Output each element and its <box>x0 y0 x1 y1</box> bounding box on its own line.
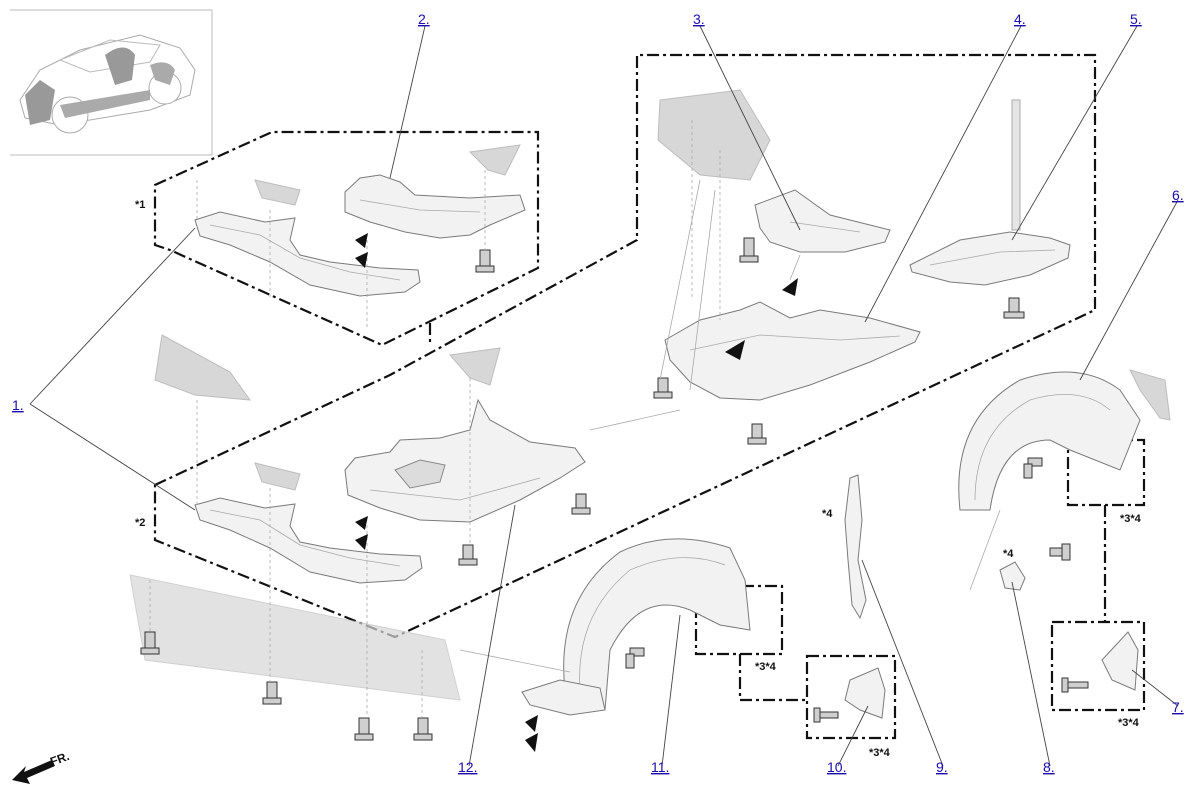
detail-box-11 <box>694 584 784 656</box>
note-star34-mid-lower: *3*4 <box>869 747 891 759</box>
context-parts <box>129 89 1171 701</box>
callout-8[interactable]: 8. <box>1043 759 1055 775</box>
assembly-lines <box>149 120 801 718</box>
callout-9[interactable]: 9. <box>936 759 948 775</box>
part-6 <box>958 371 1141 511</box>
callout-7[interactable]: 7. <box>1172 699 1184 715</box>
part-7 <box>1101 631 1139 691</box>
callout-3[interactable]: 3. <box>693 11 705 27</box>
part-9 <box>844 474 867 620</box>
note-star1: *1 <box>135 199 145 211</box>
part-1-upper <box>194 211 421 297</box>
note-star4-bracket: *4 <box>822 508 833 520</box>
callout-labels: 1. 2. 3. 4. 5. 6. 7. 8. 9. 10. 11. 12. <box>12 11 1184 775</box>
callout-12[interactable]: 12. <box>458 759 477 775</box>
detail-box-1 <box>153 130 540 347</box>
detail-box-10 <box>805 654 897 740</box>
part-2 <box>344 174 526 239</box>
callout-11[interactable]: 11. <box>651 759 669 775</box>
front-arrow-icon <box>12 760 55 784</box>
note-star4-clip: *4 <box>1003 548 1014 560</box>
note-star34-right-upper: *3*4 <box>1120 513 1142 525</box>
callout-6[interactable]: 6. <box>1172 187 1184 203</box>
part-1-lower <box>194 497 423 584</box>
part-4 <box>664 301 921 401</box>
part-11 <box>521 538 751 716</box>
note-star34-right-lower: *3*4 <box>1118 717 1140 729</box>
part-8 <box>969 509 1026 591</box>
part-5 <box>909 99 1071 286</box>
part-10 <box>844 667 886 719</box>
connector-line-11-10 <box>738 654 807 702</box>
callout-4[interactable]: 4. <box>1014 11 1026 27</box>
callout-2[interactable]: 2. <box>418 11 430 27</box>
part-12 <box>344 398 586 523</box>
note-star2: *2 <box>135 517 145 529</box>
vehicle-locator-thumbnail <box>10 9 213 156</box>
detail-box-7 <box>1050 620 1146 712</box>
part-3 <box>754 189 891 253</box>
callout-10[interactable]: 10. <box>827 759 846 775</box>
leader-lines <box>29 25 1179 767</box>
direction-arrows <box>355 233 798 752</box>
note-star34-mid-upper: *3*4 <box>755 661 777 673</box>
notes: *1 *2 *4 *4 *3*4 *3*4 *3*4 *3*4 <box>135 199 1142 759</box>
front-label: FR. <box>48 749 71 769</box>
callout-5[interactable]: 5. <box>1130 11 1142 27</box>
bolts <box>140 237 1089 741</box>
front-direction-indicator: FR. <box>12 749 71 784</box>
detail-box-main <box>153 53 1097 639</box>
callout-1[interactable]: 1. <box>12 397 24 413</box>
